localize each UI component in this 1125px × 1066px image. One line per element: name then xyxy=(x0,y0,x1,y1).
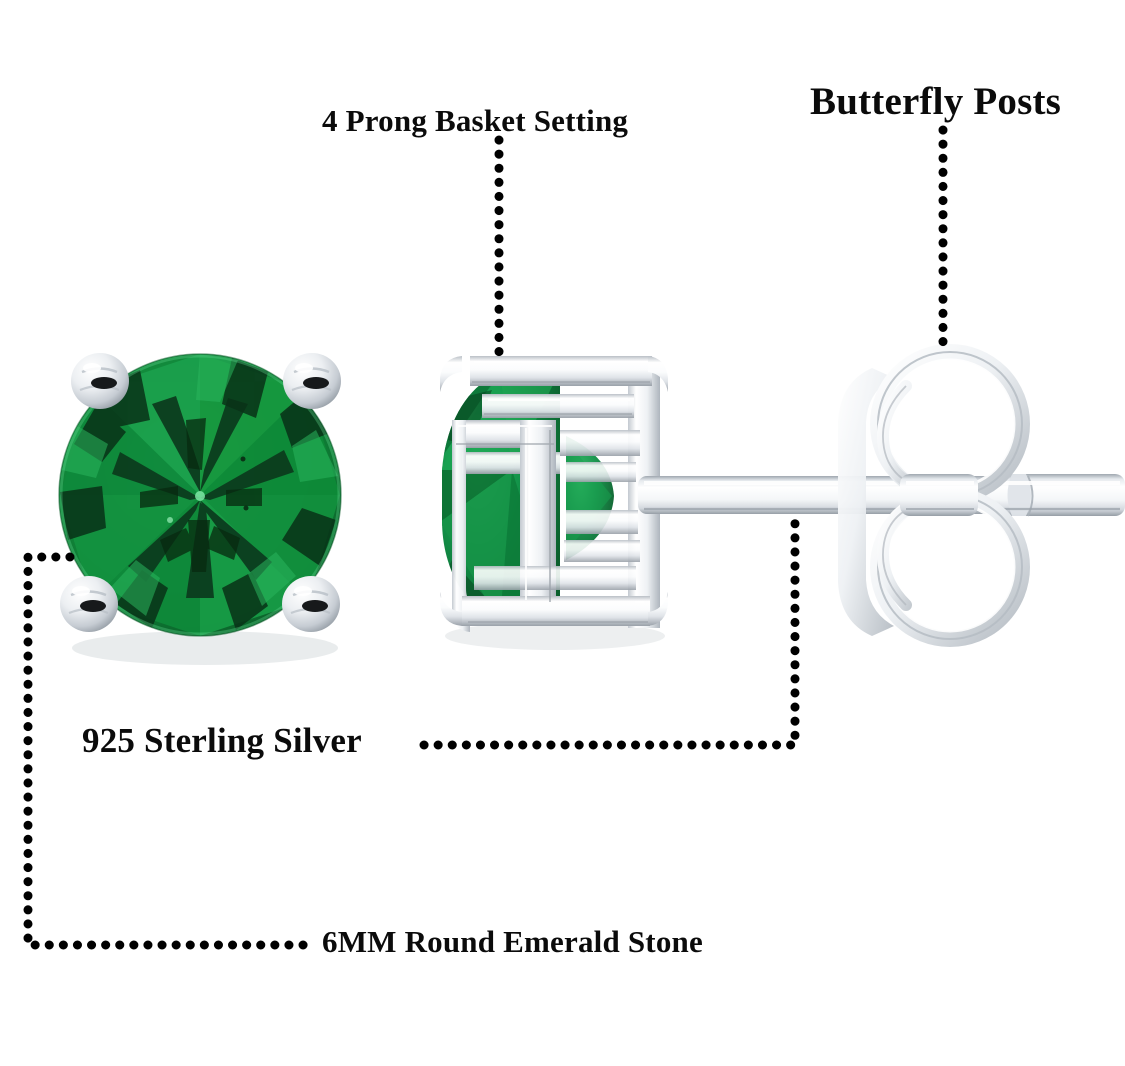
basket-setting-side-view xyxy=(440,356,668,650)
prong-bead-top-right xyxy=(283,353,341,409)
leader-emerald-stone xyxy=(23,552,310,950)
prong-bead-bottom-left xyxy=(60,576,118,632)
callout-label-sterling-silver: 925 Sterling Silver xyxy=(82,721,362,760)
butterfly-back xyxy=(838,344,1030,647)
callout-label-prong-setting: 4 Prong Basket Setting xyxy=(322,103,629,138)
prong-bead-bottom-right xyxy=(282,576,340,632)
callout-label-emerald-stone: 6MM Round Emerald Stone xyxy=(322,924,703,959)
prong-bead-top-left xyxy=(71,353,129,409)
round-gemstone-front-view xyxy=(58,353,342,665)
callout-label-butterfly-posts: Butterfly Posts xyxy=(810,80,1062,123)
leader-sterling-silver xyxy=(419,507,800,750)
